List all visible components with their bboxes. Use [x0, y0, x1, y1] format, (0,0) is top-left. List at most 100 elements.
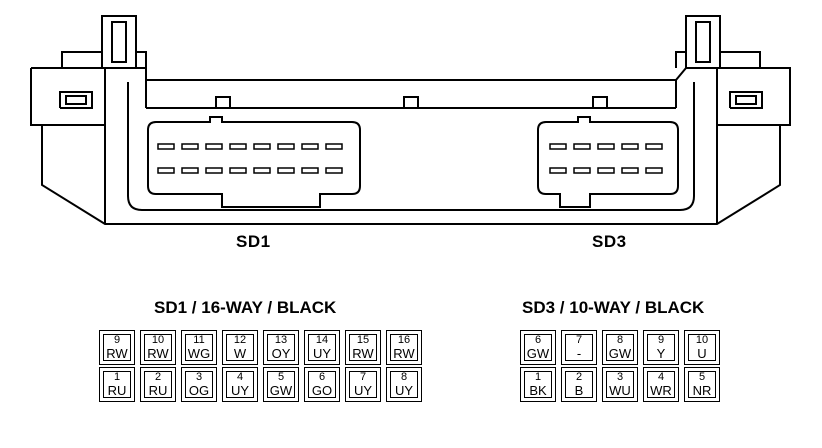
pin-wire-code: GO [311, 383, 333, 398]
pin-wire-code: WR [650, 383, 672, 398]
pin-number: 3 [195, 371, 203, 383]
pin-cell-inner-border [606, 371, 634, 398]
pin-cell-inner-border [308, 334, 336, 361]
pin-cell-inner-border [103, 371, 131, 398]
pin-cell-inner-border [524, 371, 552, 398]
pin-cell-inner-border [390, 334, 418, 361]
pin-wire-code: OG [188, 383, 210, 398]
pin-cell-inner-border [144, 334, 172, 361]
pin-cell-inner-border [688, 334, 716, 361]
pin-cell-inner-border [390, 371, 418, 398]
pin-cell-inner-border [226, 371, 254, 398]
pin-wire-code: B [574, 383, 584, 398]
pin-cell-inner-border [267, 334, 295, 361]
pin-wire-code: RU [107, 383, 127, 398]
pin-number: 5 [698, 371, 706, 383]
pin-cell-inner-border [349, 371, 377, 398]
pin-cell-inner-border [103, 334, 131, 361]
sd1-pinout-title: SD1 / 16-WAY / BLACK [154, 298, 337, 317]
pin-cell-inner-border [688, 371, 716, 398]
pin-number: 3 [616, 371, 624, 383]
pin-cell-inner-border [565, 334, 593, 361]
pin-cell-inner-border [647, 334, 675, 361]
pin-number: 10 [151, 334, 165, 346]
pin-cell-inner-border [647, 371, 675, 398]
pin-wire-code: BK [529, 383, 547, 398]
sd1-connector-label: SD1 [236, 232, 271, 251]
pin-number: 5 [277, 371, 285, 383]
pin-wire-code: RW [352, 346, 374, 361]
pin-wire-code: GW [269, 383, 293, 398]
pin-wire-code: - [576, 346, 582, 361]
pin-cell: 7- [561, 330, 597, 365]
pin-cell-inner-border [524, 334, 552, 361]
pin-wire-code: U [697, 346, 707, 361]
pin-number: 11 [193, 334, 205, 346]
housing-outline [30, 67, 791, 225]
pin-cell-inner-border [606, 334, 634, 361]
pin-cell-inner-border [349, 334, 377, 361]
pin-wire-code: Y [656, 346, 666, 361]
sd3-connector-label: SD3 [592, 232, 627, 251]
pin-wire-code: UY [353, 383, 373, 398]
sd3-connector-face [537, 116, 679, 208]
pin-number: 2 [575, 371, 583, 383]
pin-number: 6 [318, 371, 326, 383]
pin-wire-code: WG [187, 346, 211, 361]
left-mounting-clip [61, 15, 147, 69]
pin-number: 1 [113, 371, 121, 383]
pin-cell-inner-border [226, 334, 254, 361]
pin-wire-code: GW [526, 346, 550, 361]
pin-number: 4 [657, 371, 665, 383]
pin-number: 12 [233, 334, 247, 346]
pin-wire-code: NR [692, 383, 712, 398]
pin-number: 6 [534, 334, 542, 346]
sd3-pinout-title: SD3 / 10-WAY / BLACK [522, 298, 705, 317]
pin-cell-inner-border [565, 371, 593, 398]
pin-wire-code: RW [147, 346, 169, 361]
pin-number: 15 [356, 334, 370, 346]
pin-cell-inner-border [144, 371, 172, 398]
pin-number: 9 [657, 334, 665, 346]
pin-number: 1 [534, 371, 542, 383]
pin-wire-code: W [233, 346, 247, 361]
pin-number: 9 [113, 334, 121, 346]
pin-number: 13 [274, 334, 288, 346]
sd1-connector-face [147, 116, 361, 208]
pin-wire-code: WU [609, 383, 631, 398]
pin-wire-code: OY [271, 346, 291, 361]
pin-number: 4 [236, 371, 244, 383]
pin-number: 7 [359, 371, 367, 383]
pin-number: 8 [616, 334, 624, 346]
pin-number: 14 [315, 334, 329, 346]
pin-wire-code: RW [393, 346, 415, 361]
pin-wire-code: GW [608, 346, 632, 361]
pin-cell-inner-border [308, 371, 336, 398]
pin-cell-inner-border [185, 334, 213, 361]
pin-cell-inner-border [267, 371, 295, 398]
pin-wire-code: UY [312, 346, 332, 361]
pin-number: 2 [154, 371, 162, 383]
